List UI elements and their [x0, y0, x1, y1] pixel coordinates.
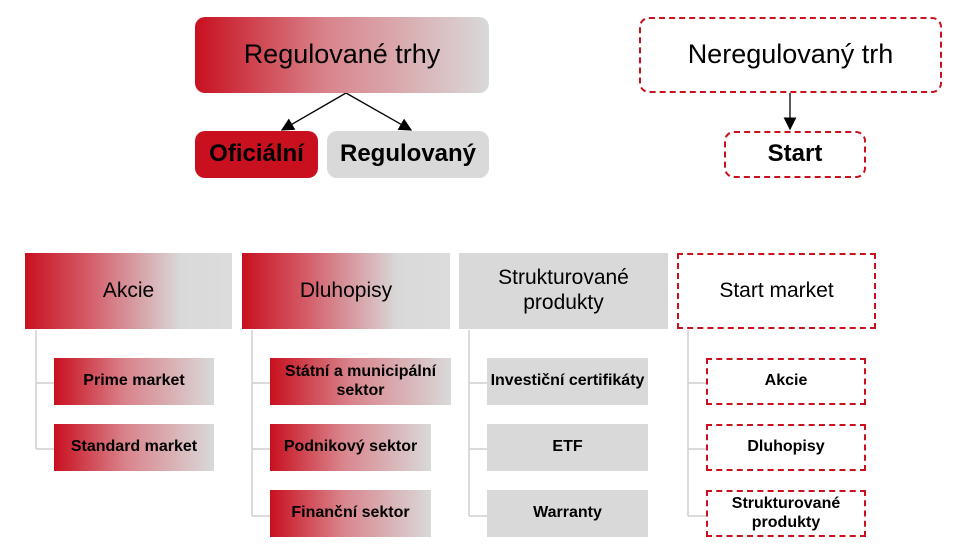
list-item-prime-market: Prime market: [54, 358, 214, 405]
regulated-markets-label: Regulované trhy: [243, 39, 441, 70]
column-header-dluhopisy: Dluhopisy: [242, 253, 450, 329]
list-item-start-akcie: Akcie: [706, 358, 866, 405]
list-item-financni-sektor: Finanční sektor: [270, 490, 431, 537]
list-item-start-strukturovane: Strukturované produkty: [706, 490, 866, 537]
list-item-etf: ETF: [487, 424, 648, 471]
start-label: Start: [767, 140, 823, 168]
column-header-strukturovane: Strukturované produkty: [459, 253, 668, 329]
regulated-markets-box: Regulované trhy: [195, 17, 489, 93]
list-item-warranty: Warranty: [487, 490, 648, 537]
official-market-label: Oficiální: [209, 140, 304, 168]
column-header-akcie: Akcie: [25, 253, 232, 329]
regulated-market-label: Regulovaný: [339, 140, 477, 168]
list-item-start-dluhopisy: Dluhopisy: [706, 424, 866, 471]
unregulated-market-label: Neregulovaný trh: [687, 39, 894, 70]
start-box: Start: [724, 131, 866, 178]
list-item-investicni-certifikaty: Investiční certifikáty: [487, 358, 648, 405]
list-item-podnikovy-sektor: Podnikový sektor: [270, 424, 431, 471]
regulated-market-box: Regulovaný: [327, 131, 489, 178]
list-item-statni-sektor: Státní a municipální sektor: [270, 358, 451, 405]
arrow-to-official: [280, 92, 347, 131]
tree-lines: [35, 330, 706, 517]
unregulated-market-box: Neregulovaný trh: [639, 17, 942, 93]
list-item-standard-market: Standard market: [54, 424, 214, 471]
arrow-to-regulated: [345, 92, 413, 131]
column-header-start-market: Start market: [677, 253, 876, 329]
official-market-box: Oficiální: [195, 131, 318, 178]
